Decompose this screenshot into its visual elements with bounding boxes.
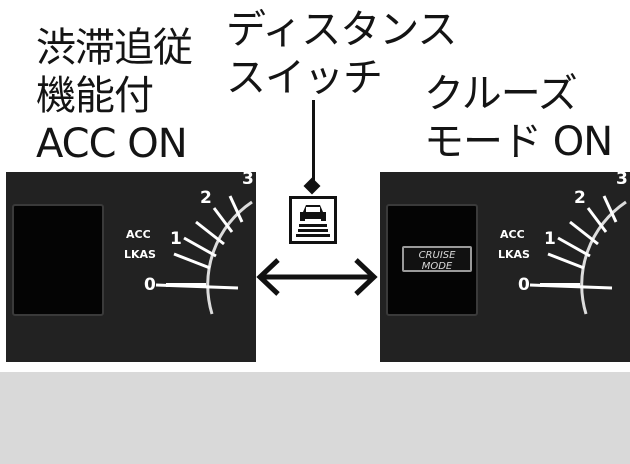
distance-switch-caption: ディスタンス スイッチ xyxy=(226,6,457,102)
scale-label-1: 1 xyxy=(544,229,556,249)
badge-line-1: CRUISE xyxy=(418,250,456,261)
switch-caption-line-2: スイッチ xyxy=(226,55,383,101)
scale-label-1: 1 xyxy=(170,229,182,249)
info-display-left xyxy=(12,204,104,316)
distance-switch-icon xyxy=(289,196,337,244)
tick-25-right xyxy=(602,195,618,223)
lkas-indicator: LKAS xyxy=(124,248,156,261)
tick-15-right xyxy=(569,220,599,246)
cruise-caption-line-1: クルーズ xyxy=(424,71,578,117)
leader-diamond xyxy=(303,177,321,195)
tick-05-right xyxy=(547,252,585,270)
switch-caption-line-1: ディスタンス xyxy=(226,7,457,53)
leader-line xyxy=(312,100,315,182)
lower-band xyxy=(0,372,630,464)
badge-line-2: MODE xyxy=(421,261,453,272)
tick-2-left xyxy=(212,207,234,233)
tick-1-right xyxy=(557,236,591,258)
double-arrow-icon xyxy=(256,258,378,296)
tick-05-left xyxy=(173,252,211,270)
instrument-cluster-cruise: CRUISE MODE 0 1 2 3 ACC LKAS xyxy=(380,172,630,362)
instrument-cluster-acc: 0 1 2 3 ACC LKAS xyxy=(6,172,256,362)
scale-label-2: 2 xyxy=(200,188,212,208)
cruise-mode-badge: CRUISE MODE xyxy=(402,246,472,272)
acc-indicator: ACC xyxy=(126,228,151,241)
tick-2-right xyxy=(586,207,608,233)
lkas-indicator: LKAS xyxy=(498,248,530,261)
tick-25-left xyxy=(228,195,244,223)
acc-caption-line-3: ACC ON xyxy=(36,121,188,167)
scale-label-0: 0 xyxy=(518,275,530,295)
acc-on-caption: 渋滞追従 機能付 ACC ON xyxy=(36,24,193,168)
acc-caption-line-2: 機能付 xyxy=(36,73,154,119)
tick-15-left xyxy=(195,220,225,246)
gauge-right: 0 1 2 3 ACC LKAS xyxy=(498,172,628,315)
info-display-right: CRUISE MODE xyxy=(386,204,478,316)
acc-indicator: ACC xyxy=(500,228,525,241)
scale-label-3: 3 xyxy=(242,172,254,189)
cruise-on-caption: クルーズ モード ON xyxy=(424,70,613,166)
scale-label-2: 2 xyxy=(574,188,586,208)
acc-caption-line-1: 渋滞追従 xyxy=(36,25,193,71)
scale-label-3: 3 xyxy=(616,172,628,189)
scale-label-0: 0 xyxy=(144,275,156,295)
gauge-left: 0 1 2 3 ACC LKAS xyxy=(124,172,254,315)
tick-1-left xyxy=(183,236,217,258)
cruise-caption-line-2: モード ON xyxy=(424,119,613,165)
